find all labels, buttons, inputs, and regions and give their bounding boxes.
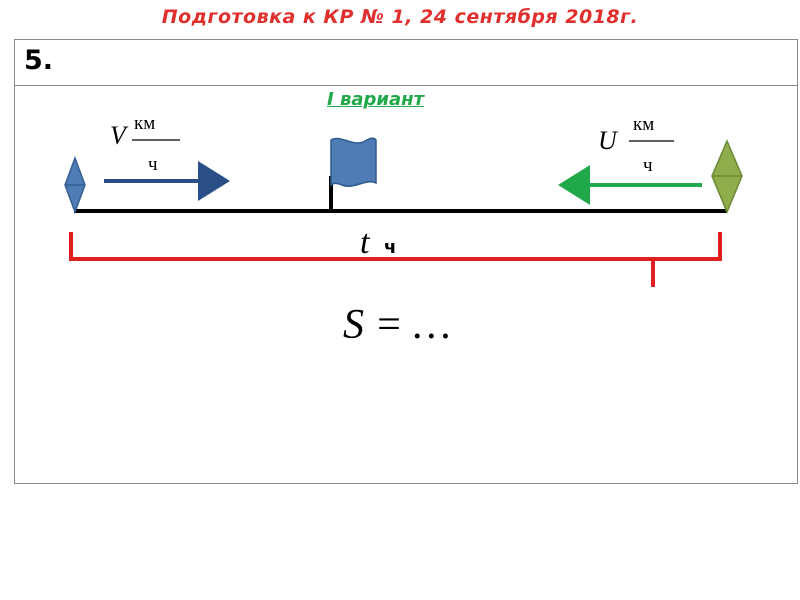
task-box: 5. xyxy=(14,39,798,484)
left-speed-variable: V xyxy=(110,121,129,150)
time-unit: ч xyxy=(384,237,396,258)
variant-label: I вариант xyxy=(327,89,425,110)
task-number-row: 5. xyxy=(15,40,797,86)
distance-formula: S = … xyxy=(343,302,451,348)
right-speed-variable: U xyxy=(598,126,619,155)
left-speed-unit-numerator: км xyxy=(134,113,155,134)
right-speed-unit-numerator: км xyxy=(633,114,654,135)
page-header-title: Подготовка к КР № 1, 24 сентября 2018г. xyxy=(161,6,639,28)
left-speed-unit-denominator: ч xyxy=(148,154,158,175)
left-speed-label: V км ч xyxy=(110,113,180,175)
time-label: t ч xyxy=(360,224,396,261)
right-speed-unit-denominator: ч xyxy=(643,155,653,176)
left-object-icon xyxy=(64,155,86,215)
flag-icon xyxy=(330,137,377,187)
right-object-icon xyxy=(711,139,743,214)
time-variable: t xyxy=(360,224,371,261)
time-bracket xyxy=(69,232,722,287)
task-number: 5. xyxy=(24,45,54,76)
right-speed-label: U км ч xyxy=(598,114,674,176)
